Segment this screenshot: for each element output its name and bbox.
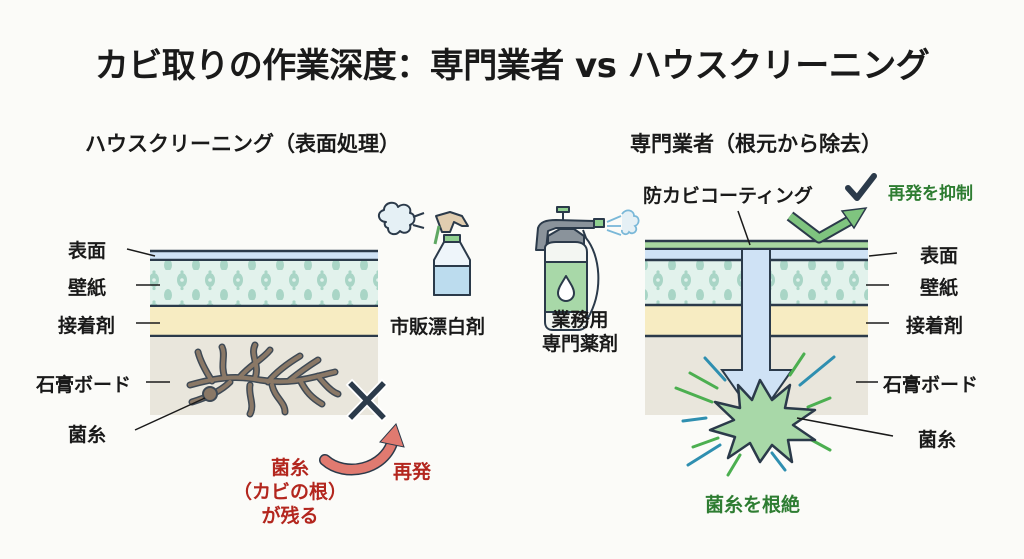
right-mycelium-label: 菌糸 <box>918 429 957 451</box>
suppression-arrow-icon <box>786 207 868 244</box>
roots-remain-line-1: 菌糸 <box>270 457 309 479</box>
left-heading: ハウスクリーニング（表面処理） <box>85 132 400 156</box>
page-title: カビ取りの作業深度：専門業者 vs ハウスクリーニング <box>94 46 930 86</box>
household-spray-bottle-icon <box>378 201 471 296</box>
recurrence-arrow-icon <box>319 423 405 476</box>
right-layer-label-surface: 表面 <box>920 245 959 267</box>
right-layer-label-adhesive: 接着剤 <box>906 315 964 337</box>
right-cross-section <box>535 173 898 477</box>
suppression-label: 再発を抑制 <box>888 184 973 204</box>
spray-mist-icon <box>606 209 640 236</box>
coating-label: 防カビコーティング <box>643 185 813 207</box>
left-gypsum-layer <box>150 337 378 415</box>
penetration-arrow-icon <box>720 249 794 422</box>
eradicated-mycelium-burst <box>708 378 817 464</box>
left-mycelium-label: 菌糸 <box>68 424 107 446</box>
right-heading: 専門業者（根元から除去） <box>630 132 882 156</box>
eradicate-label: 菌糸を根絶 <box>705 494 801 516</box>
roots-remain-line-2: （カビの根） <box>232 481 347 503</box>
right-layer-label-wallpaper: 壁紙 <box>920 277 959 299</box>
left-adhesive-layer <box>150 307 378 336</box>
check-mark-icon <box>845 173 877 201</box>
right-coating-layer <box>645 241 868 249</box>
professional-agent-line-2: 専門薬剤 <box>541 333 618 355</box>
left-surface-layer <box>150 251 378 260</box>
left-layer-label-surface: 表面 <box>68 240 107 262</box>
left-layer-label-adhesive: 接着剤 <box>58 315 116 337</box>
recurrence-label: 再発 <box>393 461 432 483</box>
roots-remain-label: 菌糸 （カビの根） が残る <box>220 456 360 528</box>
left-layer-label-wallpaper: 壁紙 <box>68 277 107 299</box>
professional-sprayer-icon <box>535 206 605 331</box>
left-cross-section <box>126 201 471 476</box>
professional-agent-label: 業務用 専門薬剤 <box>530 308 630 356</box>
right-layer-label-gypsum: 石膏ボード <box>883 374 979 396</box>
roots-remain-line-3: が残る <box>261 505 319 527</box>
left-layer-label-gypsum: 石膏ボード <box>36 374 132 396</box>
burst-rays <box>674 352 836 477</box>
household-bleach-label: 市販漂白剤 <box>390 316 486 338</box>
professional-agent-line-1: 業務用 <box>551 309 609 331</box>
